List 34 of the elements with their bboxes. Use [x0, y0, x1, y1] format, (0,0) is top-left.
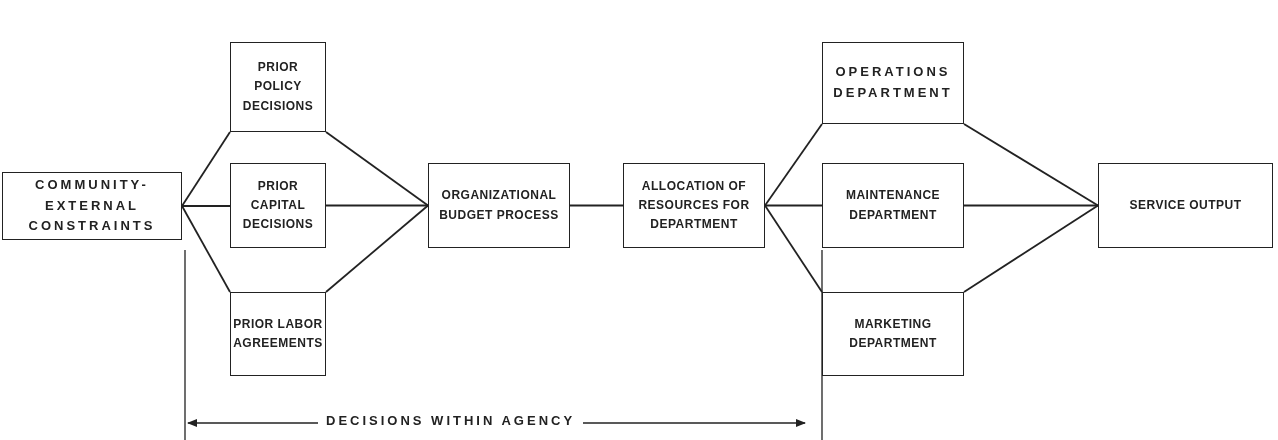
connector-line — [764, 204, 823, 207]
box-label: COMMUNITY- EXTERNAL CONSTRAINTS — [27, 175, 157, 236]
process-box — [230, 163, 326, 248]
connector-line — [181, 131, 231, 207]
connector-line — [181, 205, 231, 293]
process-box — [822, 163, 964, 248]
process-box — [230, 292, 326, 376]
box-label: PRIOR CAPITAL DECISIONS — [241, 177, 315, 234]
connector-line — [764, 123, 823, 207]
connector-line — [325, 131, 429, 207]
process-box — [623, 163, 765, 248]
box-label: OPERATIONS DEPARTMENT — [832, 63, 954, 102]
box-label: MARKETING DEPARTMENT — [848, 315, 938, 352]
process-box — [822, 42, 964, 124]
box-label: ORGANIZATIONAL BUDGET PROCESS — [438, 187, 560, 224]
connector-line — [325, 204, 429, 293]
connector-line — [181, 205, 231, 207]
connector-line — [963, 204, 1099, 207]
connector-line — [764, 204, 823, 293]
connector-line — [569, 204, 624, 207]
box-label: ALLOCATION OF RESOURCES FOR DEPARTMENT — [637, 177, 751, 234]
dimension-label: DECISIONS WITHIN AGENCY — [318, 413, 584, 428]
box-label: PRIOR LABOR AGREEMENTS — [232, 315, 324, 352]
connector-line — [325, 204, 429, 207]
process-box — [230, 42, 326, 132]
process-box — [1098, 163, 1273, 248]
connector-line — [963, 123, 1099, 207]
box-label: PRIOR POLICY DECISIONS — [241, 59, 315, 115]
process-box — [822, 292, 964, 376]
connector-line — [963, 204, 1099, 293]
process-box — [2, 172, 182, 240]
box-label: MAINTENANCE DEPARTMENT — [844, 187, 942, 224]
process-box — [428, 163, 570, 248]
box-label: SERVICE OUTPUT — [1128, 196, 1243, 214]
